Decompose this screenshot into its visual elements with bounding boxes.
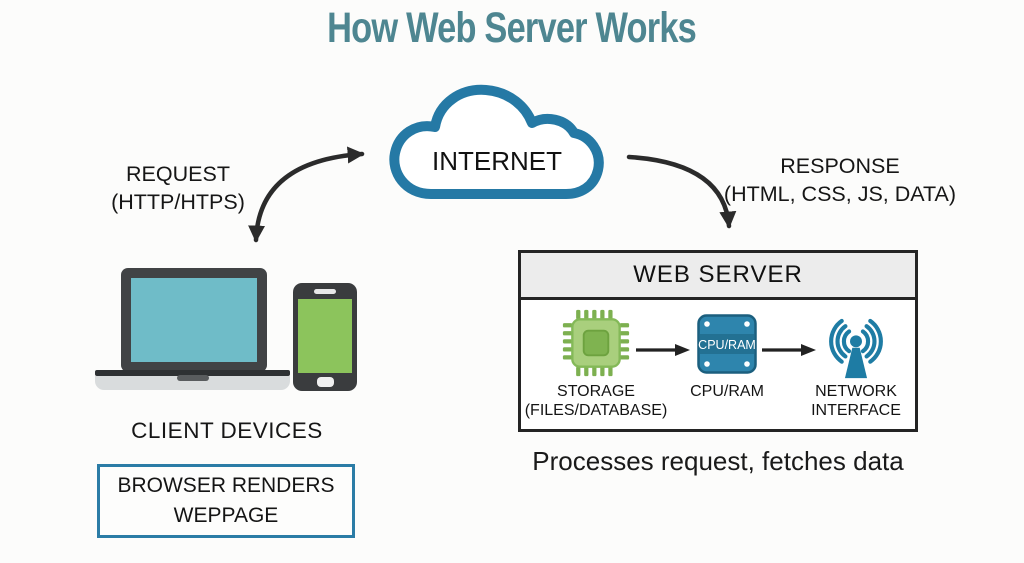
network-label-line2: INTERFACE [811, 402, 901, 420]
chip-core [582, 329, 610, 357]
web-server-box: WEB SERVER [518, 250, 918, 432]
browser-note-line2: WEPPAGE [173, 504, 279, 527]
request-label-line1: REQUEST [126, 162, 230, 186]
request-label-line2: (HTTP/HTPS) [111, 189, 245, 214]
phone-screen [298, 299, 352, 373]
phone-speaker [314, 289, 336, 294]
response-label-line1: RESPONSE [780, 154, 900, 178]
network-component: NETWORK INTERFACE [793, 300, 919, 420]
curved-arrow-response [626, 154, 737, 229]
browser-note-line1: BROWSER RENDERS [117, 473, 335, 497]
page-title: How Web Server Works [327, 4, 698, 52]
cpu-label-band [700, 334, 754, 354]
antenna-mast [844, 347, 868, 379]
client-devices-label: CLIENT DEVICES [131, 418, 323, 443]
laptop-base [95, 376, 290, 390]
flow-arrow-storage-to-cpu [636, 344, 690, 356]
network-label-line1: NETWORK [815, 383, 897, 400]
internet-label: INTERNET [432, 146, 562, 176]
smartphone-icon [293, 283, 357, 391]
storage-component: STORAGE (FILES/DATABASE) [521, 300, 671, 420]
cpu-label: CPU/RAM [690, 383, 764, 400]
network-interface-icon [829, 318, 883, 379]
cpu-screw [744, 321, 750, 327]
laptop-screen [131, 278, 257, 362]
cpu-component: CPU/RAM CPU/RAM [677, 300, 777, 401]
cloud-icon: INTERNET [389, 84, 604, 199]
phone-home-button [317, 377, 334, 387]
server-caption: Processes request, fetches data [532, 446, 904, 476]
cpu-chip-text: CPU/RAM [698, 338, 756, 352]
request-label: REQUEST (HTTP/HTPS) [98, 161, 258, 216]
curved-arrow-request [248, 146, 365, 243]
laptop-base-notch [177, 375, 209, 381]
cpu-screw [704, 361, 710, 367]
cpu-screw [704, 321, 710, 327]
web-server-title: WEB SERVER [521, 253, 915, 300]
response-label: RESPONSE (HTML, CSS, JS, DATA) [720, 153, 960, 208]
antenna-head [850, 335, 862, 348]
web-server-body: STORAGE (FILES/DATABASE) CPU/RAM CPU/RAM [521, 300, 915, 432]
header: How Web Server Works [0, 4, 1024, 53]
laptop-icon [95, 268, 290, 390]
cpu-screw [744, 361, 750, 367]
signal-waves [829, 318, 883, 364]
laptop-base-edge [95, 370, 290, 376]
storage-label-line2: (FILES/DATABASE) [524, 402, 668, 420]
chip-pins [562, 309, 630, 377]
storage-chip-icon [562, 309, 630, 377]
cpu-ram-icon: CPU/RAM [697, 314, 757, 374]
browser-note-box: BROWSER RENDERS WEPPAGE [97, 464, 355, 538]
storage-label-line1: STORAGE [557, 383, 635, 400]
cloud-shape [389, 84, 604, 199]
flow-arrow-cpu-to-network [762, 344, 816, 356]
response-label-line2: (HTML, CSS, JS, DATA) [723, 181, 957, 206]
